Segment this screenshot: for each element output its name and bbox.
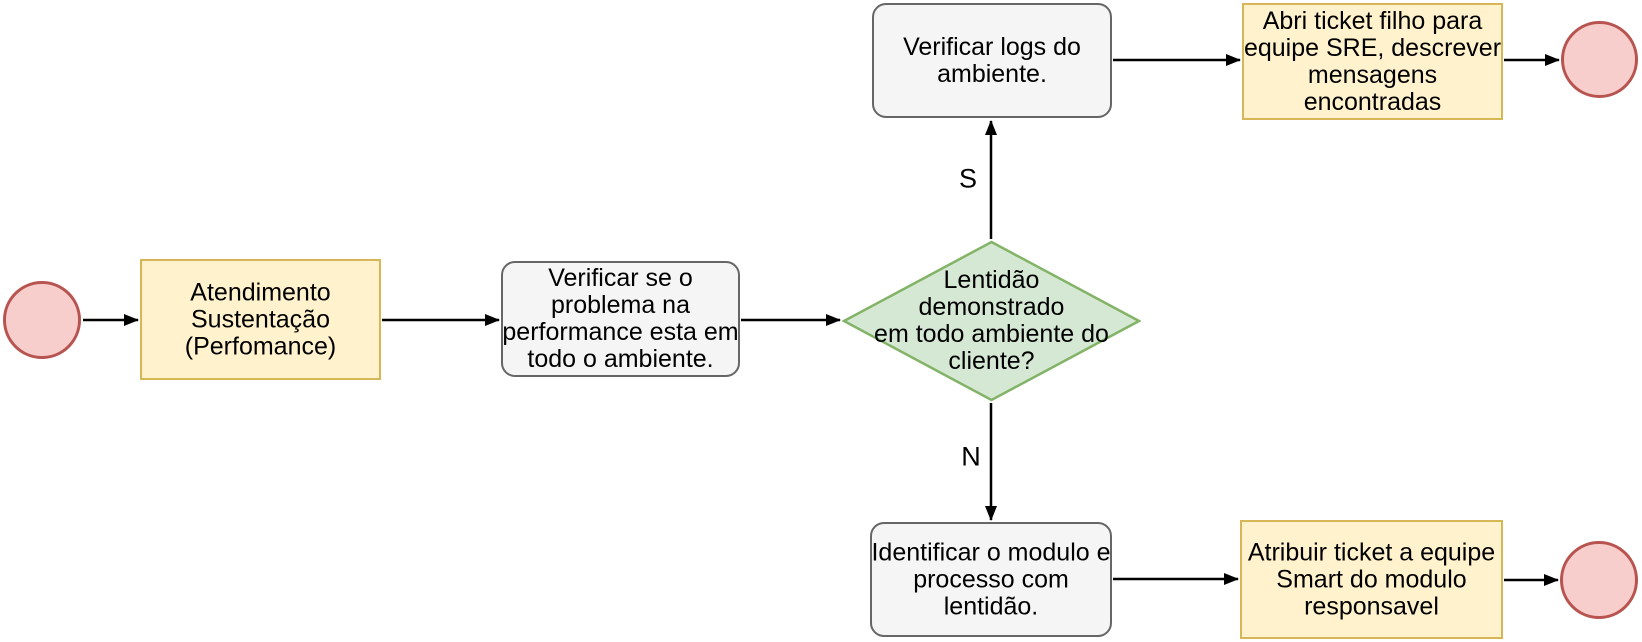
task-atribuir-ticket-label: Atribuir ticket a equipe Smart do modulo… xyxy=(1247,538,1496,620)
task-abrir-ticket-sre-label: Abri ticket filho para equipe SRE, descr… xyxy=(1243,6,1502,116)
decision-diamond-shape xyxy=(842,240,1141,402)
decision-lentidao-node: Lentidão demonstrado em todo ambiente do… xyxy=(842,240,1141,402)
task-atribuir-ticket-node: Atribuir ticket a equipe Smart do modulo… xyxy=(1240,520,1503,639)
process-verificar-logs-label: Verificar logs do ambiente. xyxy=(903,32,1081,88)
end-terminal-sim-node xyxy=(1561,21,1638,98)
process-verificar-problema-node: Verificar se o problema na performance e… xyxy=(501,261,740,377)
end-terminal-nao-node xyxy=(1560,541,1638,619)
edge-label-s: S xyxy=(956,163,980,195)
process-verificar-logs-node: Verificar logs do ambiente. xyxy=(872,3,1112,118)
start-terminal-node xyxy=(3,281,81,359)
process-identificar-modulo-node: Identificar o modulo e processo com lent… xyxy=(870,522,1112,637)
task-abrir-ticket-sre-node: Abri ticket filho para equipe SRE, descr… xyxy=(1242,3,1503,120)
process-identificar-modulo-label: Identificar o modulo e processo com lent… xyxy=(871,538,1111,620)
process-verificar-problema-label: Verificar se o problema na performance e… xyxy=(502,264,739,373)
task-atendimento-label: Atendimento Sustentação (Perfomance) xyxy=(184,278,337,360)
decision-lentidao-label: Lentidão demonstrado em todo ambiente do… xyxy=(874,266,1109,375)
edge-label-n: N xyxy=(959,441,983,473)
task-atendimento-node: Atendimento Sustentação (Perfomance) xyxy=(140,259,381,380)
